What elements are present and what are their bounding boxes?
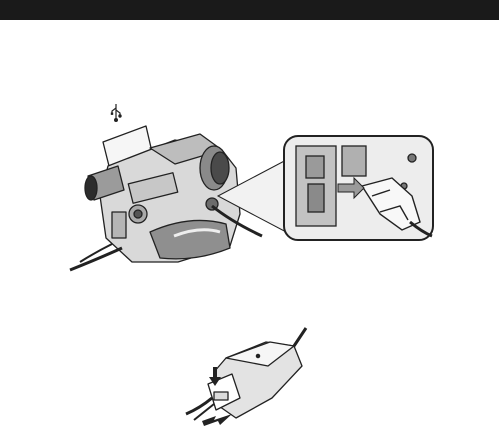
usb-plug-disconnect-illustration [0,0,499,434]
